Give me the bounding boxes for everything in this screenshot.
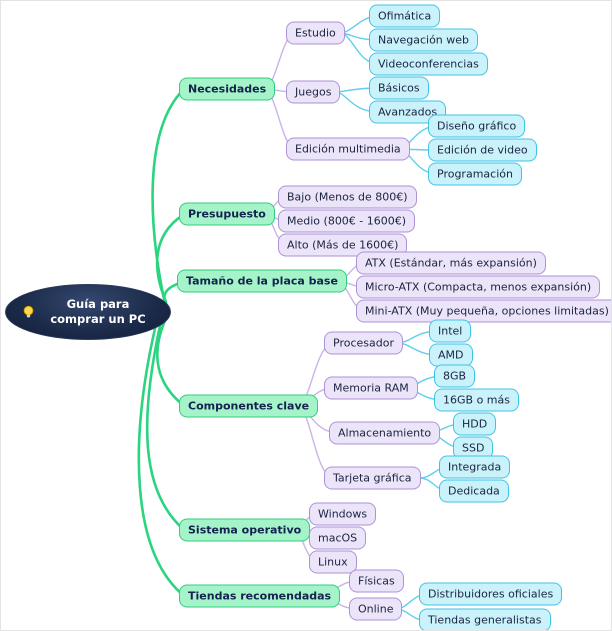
edge-root-tiendas [137, 322, 185, 597]
subtopic-node-distribuidores-oficiales[interactable]: Distribuidores oficiales [419, 582, 563, 606]
subtopic-node-8gb[interactable]: 8GB [434, 364, 476, 388]
edge-root-sistema-operativo [145, 319, 185, 531]
branch-node-sistema-operativo[interactable]: Sistema operativo [179, 518, 311, 542]
topic-node-linux[interactable]: Linux [309, 550, 357, 574]
topic-node-edicion-multimedia[interactable]: Edición multimedia [286, 137, 410, 161]
subtopic-node-amd[interactable]: AMD [429, 343, 473, 367]
subtopic-node-navegacion-web[interactable]: Navegación web [369, 28, 479, 52]
topic-node-presupuesto-medio[interactable]: Medio (800€ - 1600€) [278, 209, 416, 233]
topic-node-windows[interactable]: Windows [309, 502, 377, 526]
lightbulb-icon [21, 305, 36, 320]
branch-node-componentes[interactable]: Componentes clave [179, 394, 319, 418]
subtopic-node-programacion[interactable]: Programación [428, 162, 522, 186]
topic-node-atx[interactable]: ATX (Estándar, más expansión) [356, 251, 546, 275]
subtopic-node-edicion-de-video[interactable]: Edición de video [428, 138, 537, 162]
topic-node-presupuesto-bajo[interactable]: Bajo (Menos de 800€) [278, 185, 417, 209]
subtopic-node-diseno-grafico[interactable]: Diseño gráfico [428, 114, 526, 138]
edge-root-necesidades [151, 88, 185, 301]
subtopic-node-videoconferencias[interactable]: Videoconferencias [369, 52, 488, 76]
topic-node-procesador[interactable]: Procesador [324, 331, 403, 355]
branch-node-tiendas[interactable]: Tiendas recomendadas [179, 584, 341, 608]
root-node[interactable]: Guía para comprar un PC [5, 284, 171, 340]
subtopic-node-hdd[interactable]: HDD [453, 412, 497, 436]
subtopic-node-tiendas-generalistas[interactable]: Tiendas generalistas [419, 608, 551, 630]
subtopic-node-basicos[interactable]: Básicos [369, 76, 429, 100]
subtopic-node-16gb-o-mas[interactable]: 16GB o más [434, 388, 519, 412]
branch-node-placa-base[interactable]: Tamaño de la placa base [177, 269, 347, 293]
root-label: Guía para comprar un PC [50, 297, 146, 326]
topic-node-almacenamiento[interactable]: Almacenamiento [329, 421, 441, 445]
subtopic-node-avanzados[interactable]: Avanzados [369, 100, 447, 124]
topic-node-juegos[interactable]: Juegos [286, 80, 341, 104]
topic-node-estudio[interactable]: Estudio [286, 21, 345, 45]
topic-node-macos[interactable]: macOS [309, 526, 367, 550]
topic-node-fisicas[interactable]: Físicas [349, 569, 404, 593]
subtopic-node-ofimatica[interactable]: Ofimática [369, 4, 441, 28]
topic-node-micro-atx[interactable]: Micro-ATX (Compacta, menos expansión) [356, 275, 601, 299]
subtopic-node-dedicada[interactable]: Dedicada [439, 479, 509, 503]
branch-node-presupuesto[interactable]: Presupuesto [179, 202, 275, 226]
topic-node-online[interactable]: Online [349, 597, 403, 621]
edge-root-presupuesto [155, 213, 185, 304]
subtopic-node-intel[interactable]: Intel [429, 319, 472, 343]
topic-node-mini-atx[interactable]: Mini-ATX (Muy pequeña, opciones limitada… [356, 299, 611, 323]
edge-root-componentes [156, 314, 185, 407]
topic-node-memoria-ram[interactable]: Memoria RAM [324, 376, 418, 400]
topic-node-presupuesto-alto[interactable]: Alto (Más de 1600€) [278, 233, 408, 257]
subtopic-node-integrada[interactable]: Integrada [439, 455, 511, 479]
branch-node-necesidades[interactable]: Necesidades [179, 77, 276, 101]
topic-node-tarjeta-grafica[interactable]: Tarjeta gráfica [324, 466, 421, 490]
